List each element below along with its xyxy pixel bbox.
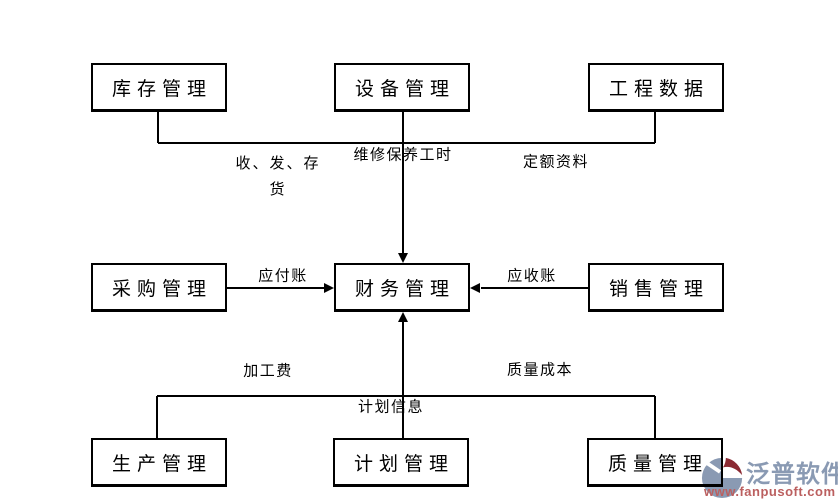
edge-label-line: 货 [269, 182, 287, 198]
edge-label-accounts-payable: 应付账 [258, 268, 308, 285]
box-finance-management: 财务管理 [334, 263, 470, 312]
edge-label-processing-fee: 加工费 [243, 363, 293, 380]
fanpu-brand-text: 泛普软件 [746, 461, 838, 488]
box-sales-management: 销售管理 [588, 263, 724, 312]
arrowhead-left-into-finance [470, 283, 480, 293]
arrowhead-up-into-finance [398, 312, 408, 322]
box-production-management: 生产管理 [91, 438, 227, 487]
box-planning-management: 计划管理 [333, 438, 469, 487]
box-label: 生产管理 [111, 453, 212, 475]
box-label: 计划管理 [353, 453, 454, 475]
fanpu-logo-icon [701, 455, 745, 499]
box-label: 设备管理 [354, 78, 455, 100]
edge-label-quality-cost: 质量成本 [506, 362, 574, 379]
box-label: 库存管理 [111, 78, 212, 100]
edge-label-plan-info: 计划信息 [357, 399, 425, 416]
box-procurement-management: 采购管理 [91, 263, 227, 312]
arrowhead-right-into-finance [324, 283, 334, 293]
edge-label-storage-flow: 收、发、存 货 [235, 151, 320, 203]
box-label: 财务管理 [354, 278, 455, 300]
edge-label-quota-data: 定额资料 [522, 154, 590, 171]
arrowhead-down-into-finance [398, 253, 408, 263]
box-engineering-data: 工程数据 [588, 63, 724, 112]
box-label: 工程数据 [608, 78, 709, 100]
box-label: 销售管理 [608, 278, 709, 300]
connector-lines [156, 112, 656, 438]
box-quality-management: 质量管理 [587, 438, 723, 487]
edge-label-line: 收、发、存 [235, 156, 321, 172]
fanpu-brand-url: www.fanpusoft.com [704, 484, 836, 499]
box-inventory-management: 库存管理 [91, 63, 227, 112]
edge-label-maintenance-hours: 维修保养工时 [353, 147, 453, 164]
edge-label-accounts-receivable: 应收账 [507, 268, 557, 285]
fanpu-watermark: 泛普软件 www.fanpusoft.com [701, 452, 838, 502]
box-equipment-management: 设备管理 [334, 63, 470, 112]
box-label: 采购管理 [111, 278, 212, 300]
box-label: 质量管理 [607, 453, 708, 475]
